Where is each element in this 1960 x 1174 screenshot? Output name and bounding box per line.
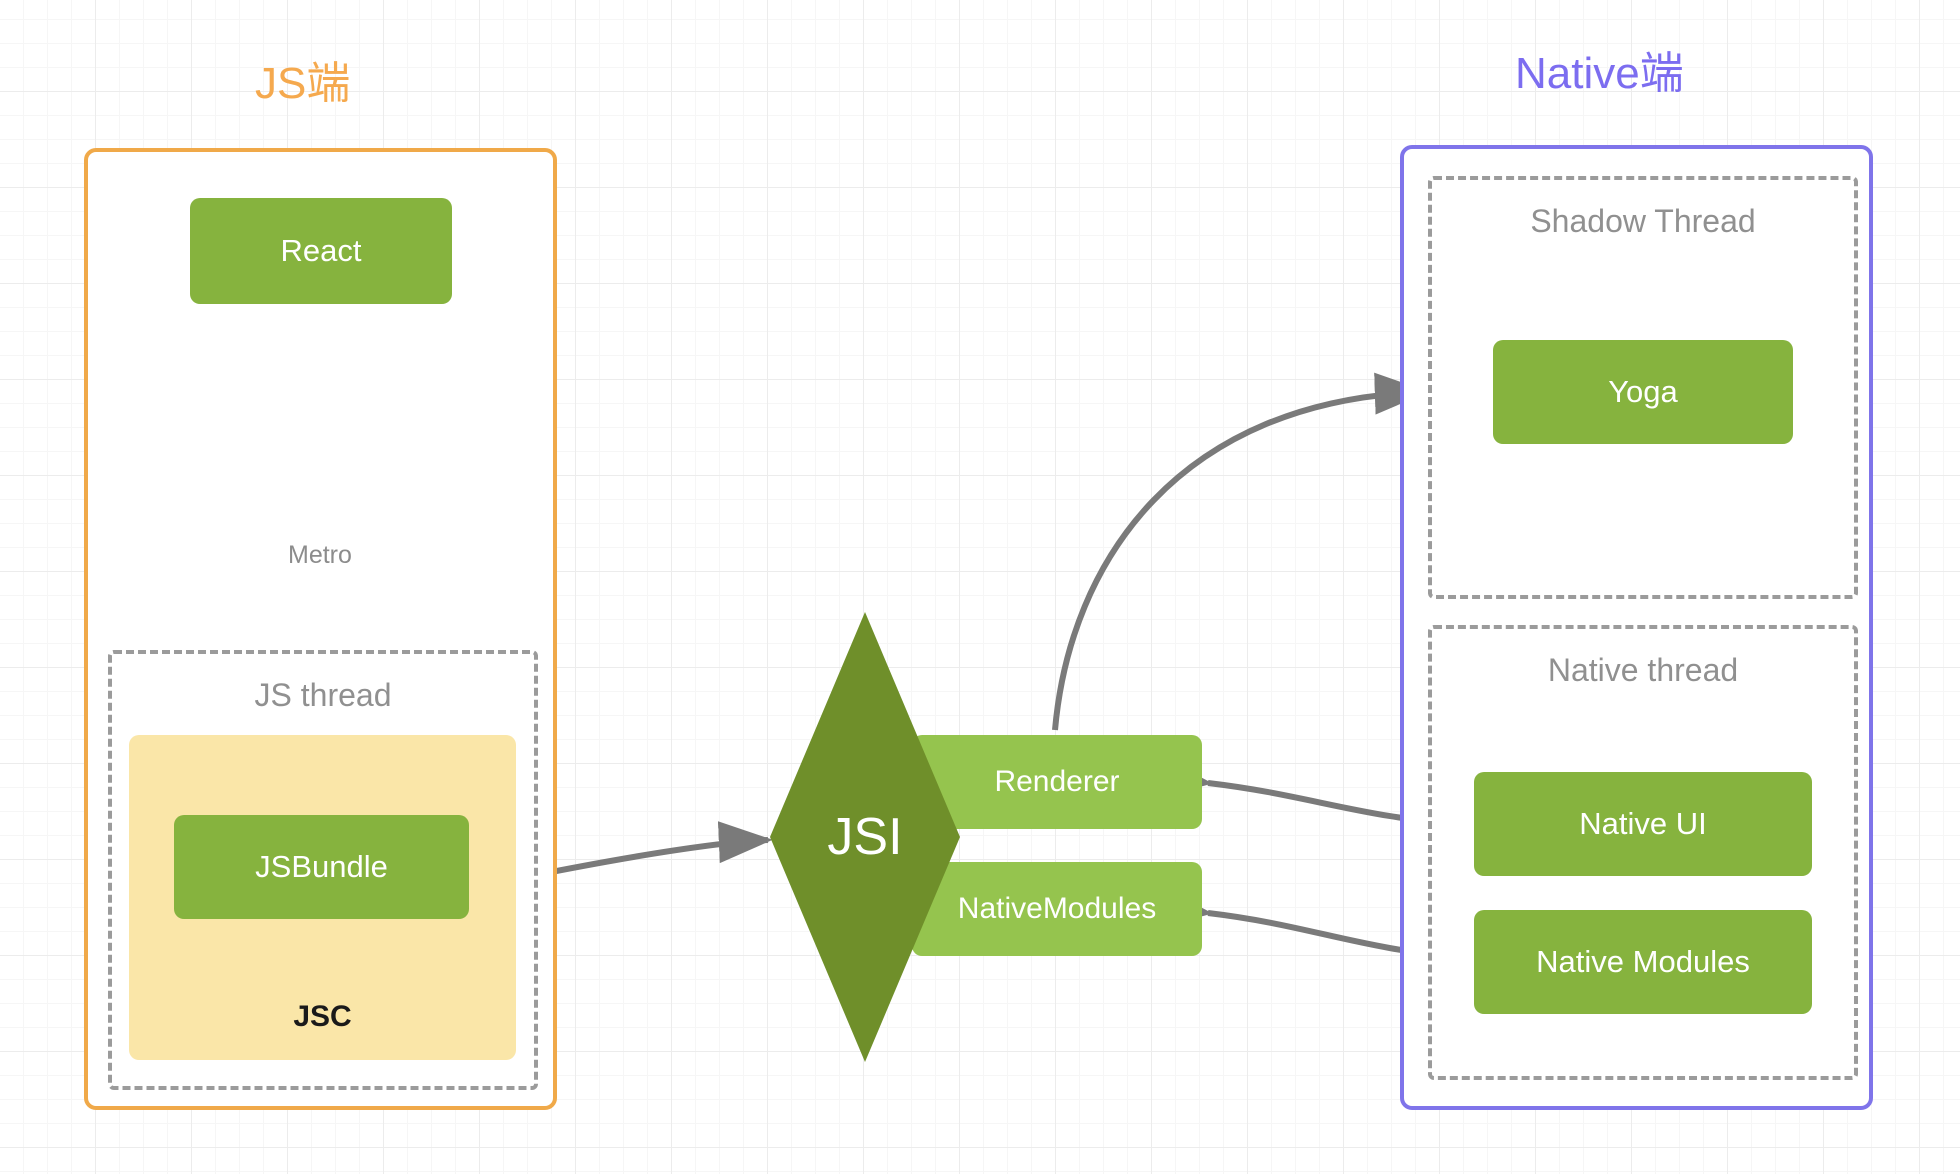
node-native-ui[interactable]: Native UI — [1474, 772, 1812, 876]
node-nativemodules-channel[interactable]: NativeModules — [912, 862, 1202, 956]
node-react[interactable]: React — [190, 198, 452, 304]
native-thread-group: Native thread — [1428, 625, 1858, 1080]
native-thread-label: Native thread — [1547, 652, 1739, 688]
native-side-title: Native端 — [1515, 49, 1684, 98]
edge-jsbundle-jsi — [493, 821, 773, 904]
shadow-thread-group: Shadow Thread — [1428, 176, 1858, 599]
shadow-thread-label: Shadow Thread — [1530, 203, 1756, 239]
node-yoga[interactable]: Yoga — [1493, 340, 1793, 444]
jsi-label: JSI — [827, 808, 903, 866]
js-side-title: JS端 — [255, 59, 351, 108]
js-thread-label: JS thread — [254, 677, 392, 713]
node-jsbundle[interactable]: JSBundle — [174, 815, 469, 919]
js-thread-group: JS thread — [108, 650, 538, 1090]
edge-renderer-to-yoga — [1052, 372, 1429, 731]
node-native-modules[interactable]: Native Modules — [1474, 910, 1812, 1014]
node-renderer[interactable]: Renderer — [912, 735, 1202, 829]
jsc-label: JSC — [293, 1000, 352, 1033]
edge-label-metro: Metro — [282, 540, 358, 570]
